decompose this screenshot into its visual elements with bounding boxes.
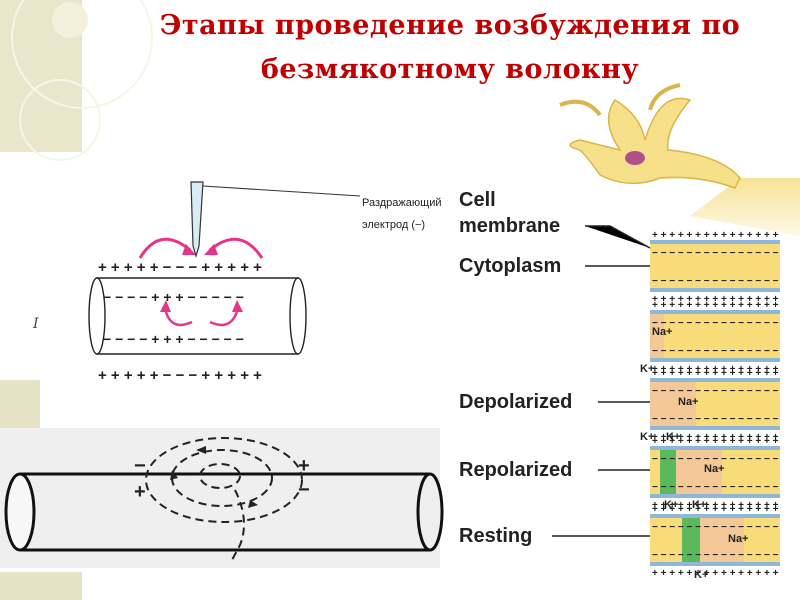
- electrode-label-2: электрод (−): [362, 219, 425, 231]
- label-cell-membrane-1: Cell: [459, 189, 496, 211]
- na-ion-label: Na+: [678, 396, 699, 408]
- arrowheads-inner: [160, 300, 243, 312]
- minus-charges-inner: − − − − − − − − − − − − − − −: [652, 318, 779, 329]
- membrane-top: [650, 446, 780, 450]
- minus-charges-inner: − − − − − − − − − − − − − − −: [652, 248, 779, 259]
- current-arrows-inner: [163, 307, 240, 327]
- membrane-top: [650, 514, 780, 518]
- minus-left-sign: −: [134, 455, 146, 477]
- label-resting: Resting: [459, 525, 532, 547]
- minus-charges-inner: − − − − − − − − − − − − − − −: [652, 522, 779, 533]
- label-depolarized: Depolarized: [459, 391, 572, 413]
- cytoplasm-band: [650, 310, 780, 362]
- plus-charges-outer: + + + + + + + + + + + + + + +: [652, 230, 779, 241]
- fiber-cylinder: [88, 277, 307, 355]
- electrode-label: Раздражающий: [362, 197, 442, 209]
- plus-charges-outer: + + + + + + + + + + + + + + +: [652, 294, 779, 305]
- title-line-2: безмякотному волокну: [260, 54, 640, 85]
- minus-right-sign: −: [298, 479, 310, 501]
- title-line-1: Этапы проведение возбуждения по: [159, 10, 741, 41]
- cytoplasm-band: [650, 240, 780, 292]
- local-current-figure: [0, 428, 444, 568]
- inner-charges-top: − − − − + + + − − − − −: [103, 289, 244, 305]
- minus-charges-inner: − − − − − − − − − − − − − − −: [652, 386, 779, 397]
- label-leaders: [552, 225, 651, 537]
- k-ion-label: K+: [692, 499, 706, 511]
- slide-title: Этапы проведение возбуждения по безмякот…: [100, 4, 800, 92]
- axon-strip: + + + + + + + + + + + + + + + − − − − − −…: [640, 230, 780, 581]
- plus-charges-outer: + + + + + + + + + + + + + + +: [652, 368, 779, 379]
- plus-charges-outer: + + + + + + + + + + + + + + +: [652, 364, 779, 375]
- membrane-top: [650, 378, 780, 382]
- label-cytoplasm: Cytoplasm: [459, 255, 561, 277]
- corner-decoration: [0, 0, 153, 161]
- figure-mark: I: [32, 316, 39, 332]
- plus-charges-outer: + + + + + + + + + + + + + + +: [652, 504, 779, 515]
- minus-charges-inner: − − − − − − − − − − − − − − −: [652, 276, 779, 287]
- membrane-bottom: [650, 358, 780, 362]
- neuron-illustration: [559, 83, 800, 236]
- inner-charges-bottom: − − − − + + + − − − − −: [103, 331, 244, 347]
- depolarized-zone: [650, 310, 664, 362]
- membrane-bottom: [650, 288, 780, 292]
- depolarized-zone: [650, 378, 696, 430]
- minus-charges-inner: − − − − − − − − − − − − − − −: [652, 454, 779, 465]
- minus-charges-inner: − − − − − − − − − − − − − − −: [652, 346, 779, 357]
- na-ion-label: Na+: [728, 533, 749, 545]
- k-ion-label: K+: [664, 499, 678, 511]
- minus-charges-inner: − − − − − − − − − − − − − − −: [652, 482, 779, 493]
- membrane-bottom: [650, 494, 780, 498]
- na-ion-label: Na+: [652, 326, 673, 338]
- plus-charges-outer: + + + + + + + + + + + + + + +: [652, 568, 779, 579]
- plus-right-sign: +: [298, 455, 310, 477]
- electrode: [190, 181, 361, 259]
- k-ion-label: K+: [640, 431, 654, 443]
- top-charges: + + + + + − − − + + + + +: [98, 259, 262, 276]
- label-repolarized: Repolarized: [459, 459, 572, 481]
- left-decoration-bottom: [0, 380, 82, 600]
- current-arrows-top: [138, 237, 264, 259]
- membrane-bottom: [650, 562, 780, 566]
- k-ion-label: K+: [694, 569, 708, 581]
- minus-charges-inner: − − − − − − − − − − − − − − −: [652, 550, 779, 561]
- plus-charges-outer: + + + + + + + + + + + + + + +: [652, 300, 779, 311]
- repolarized-zone: [682, 514, 700, 566]
- k-ion-label: K+: [666, 431, 680, 443]
- k-ion-label: K+: [640, 363, 654, 375]
- repolarized-zone: [660, 446, 676, 498]
- plus-left-sign: +: [134, 481, 146, 503]
- plus-charges-outer: + + + + + + + + + + + + + + +: [652, 432, 779, 443]
- membrane-top: [650, 310, 780, 314]
- plus-charges-outer: + + + + + + + + + + + + + + +: [652, 436, 779, 447]
- membrane-top: [650, 240, 780, 244]
- minus-charges-inner: − − − − − − − − − − − − − − −: [652, 414, 779, 425]
- bottom-charges: + + + + + − − − + + + + +: [98, 367, 262, 384]
- na-ion-label: Na+: [704, 463, 725, 475]
- arrowheads-top: [182, 244, 218, 255]
- plus-charges-outer: + + + + + + + + + + + + + + +: [652, 500, 779, 511]
- label-cell-membrane-2: membrane: [459, 215, 560, 237]
- membrane-bottom: [650, 426, 780, 430]
